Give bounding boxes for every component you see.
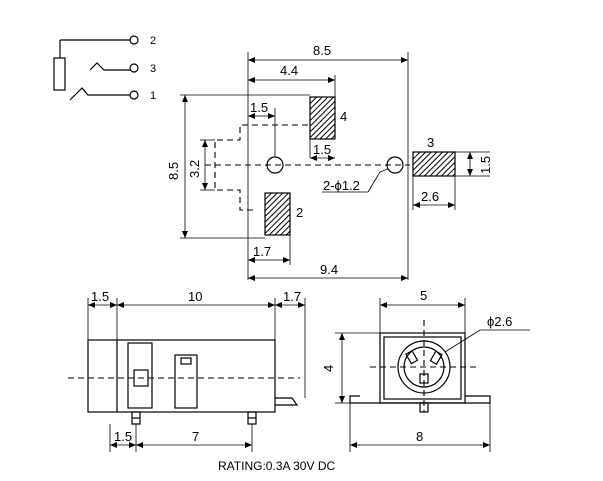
dim-top-width-label: 8.5 [313,43,331,58]
body-outline [214,124,308,211]
dim-pad3-height-label: 1.5 [478,156,493,174]
pin-3-label: 3 [150,63,156,75]
side-dim-middle-label: 10 [188,289,202,304]
dim-pad4-offset-label: 1.5 [250,100,268,115]
mount-hole-2 [386,156,404,174]
dim-inner-width-label: 4.4 [280,63,298,78]
pad-2-label: 2 [296,205,303,220]
hole-leader [367,168,389,193]
pin-2-label: 2 [150,35,156,47]
side-contact-2 [174,354,198,409]
sleeve-body [53,57,66,91]
front-dim-top-label: 5 [420,288,427,303]
side-body [87,339,276,413]
side-dim-left-label: 1.5 [91,289,109,304]
pad-4 [309,96,336,140]
front-dim-base-label: 8 [416,429,423,444]
pad-4-label: 4 [340,109,347,124]
dim-inner-height-label: 3.2 [187,160,202,178]
pin-1-label: 1 [150,90,156,102]
front-pin [419,402,429,413]
pcb-footprint: 4 3 2 8.5 4.4 1.5 1.5 8.5 3.2 1.5 [166,43,493,281]
side-contact-1-inner [133,369,149,387]
pin-3-wire [89,62,130,71]
pin-1-terminal [129,90,139,100]
pin-1-wire [69,87,130,101]
pad-3-label: 3 [427,135,434,150]
dim-left-height-label: 8.5 [166,162,181,180]
hole-label: 2-ϕ1.2 [323,178,360,193]
dim-pad2-width-label: 1.7 [253,244,271,259]
dim-bottom-width-label: 9.4 [320,262,338,277]
side-contact-2-inner [180,357,192,365]
front-body-inner [383,336,462,400]
pin-3-terminal [129,63,139,73]
dim-pad4-width-label: 1.5 [313,142,331,157]
front-contact-2 [429,350,443,366]
side-dim-pin-span-label: 7 [192,429,199,444]
pin-2-terminal [129,35,139,45]
side-dim-pin-offset-label: 1.5 [114,429,132,444]
side-contact-1 [127,342,153,409]
dim-pad3-width-label: 2.6 [421,189,439,204]
pad-2 [264,192,291,236]
diameter-leader [444,329,481,353]
mount-hole-1 [266,156,284,174]
side-view: 1.5 10 1.7 1.5 7 [68,289,306,452]
side-dim-right-label: 1.7 [283,289,301,304]
front-dim-height-label: 4 [321,365,336,372]
diameter-label: ϕ2.6 [487,314,512,329]
schematic-symbol: 2 3 1 [53,35,156,102]
pad-3 [412,151,456,177]
front-view: 5 4 8 ϕ2.6 [321,288,530,452]
front-contact-1 [405,349,419,365]
side-front-tab [275,397,299,406]
rating-text: RATING:0.3A 30V DC [218,459,335,473]
